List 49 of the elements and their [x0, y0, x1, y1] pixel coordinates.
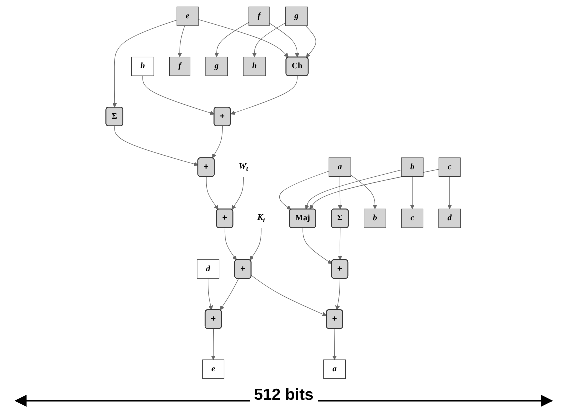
arrow [225, 228, 238, 260]
node-box: c [402, 208, 424, 228]
arrow [208, 278, 214, 310]
arrow [198, 18, 290, 58]
arrow [310, 168, 440, 210]
arrow [338, 176, 344, 210]
arrow [280, 170, 330, 210]
arrow [448, 176, 453, 209]
node-box: f [170, 56, 192, 76]
arrow [338, 228, 344, 260]
node-text: K$_{t}$ [258, 212, 266, 224]
arrow [306, 169, 402, 210]
arrow [232, 176, 244, 210]
arrow [252, 274, 328, 316]
arrow [270, 22, 300, 58]
arrow [212, 328, 216, 360]
arrow [215, 22, 250, 57]
arrow [250, 228, 262, 260]
arrow [113, 19, 178, 108]
arrow [115, 126, 200, 166]
node-box: g [286, 6, 308, 26]
node-box: f [249, 6, 270, 26]
arrow [231, 76, 298, 115]
arrow [220, 278, 240, 310]
arrow [336, 278, 341, 310]
node-box: d [439, 208, 462, 228]
arrow [306, 25, 317, 58]
node-box: h [244, 56, 267, 76]
node-box: a [324, 359, 346, 379]
arrow [303, 228, 333, 264]
dimension-label: 512 bits [250, 387, 318, 405]
node-box: b [364, 208, 387, 228]
arrow [212, 126, 224, 158]
node-box: e [203, 359, 225, 379]
arrow [410, 176, 416, 209]
arrow [252, 22, 286, 57]
node-box: a [329, 157, 352, 177]
arrow [178, 25, 186, 57]
arrow [351, 174, 378, 209]
node-box: e [177, 6, 200, 26]
node-box: d [198, 259, 220, 278]
arrow [332, 328, 338, 360]
node-text: W$_{t}$ [239, 162, 249, 172]
node-box: c [439, 157, 462, 177]
node-box: g [206, 56, 229, 76]
arrow [143, 75, 216, 115]
node-box: b [402, 157, 424, 177]
arrow [206, 176, 220, 210]
node-box: h [132, 56, 155, 76]
